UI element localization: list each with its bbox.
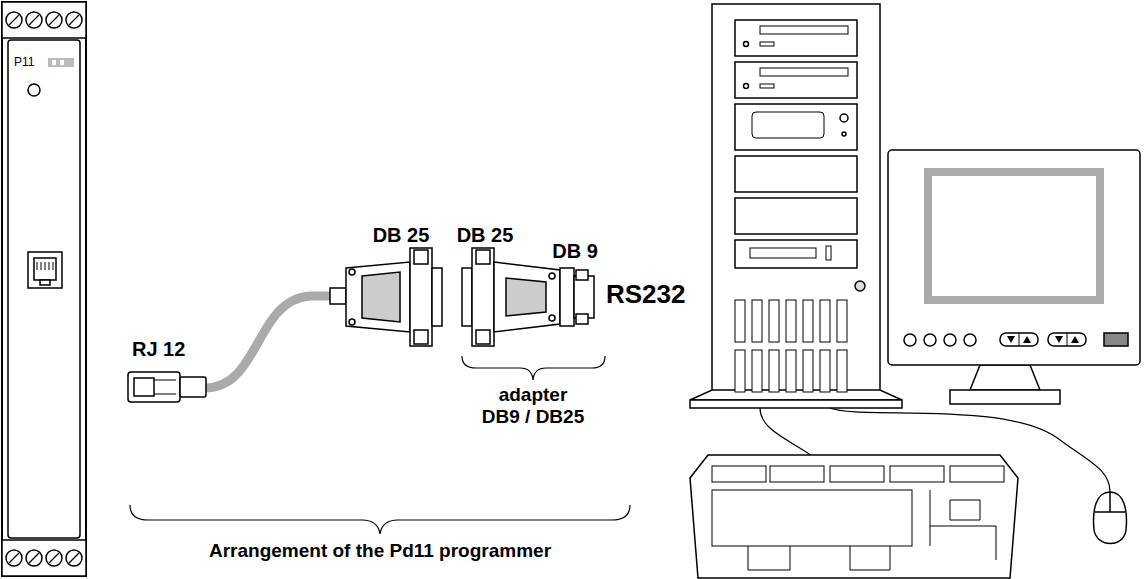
db25-connector [330,248,442,346]
vent [769,300,779,342]
device-label: P11 [14,55,39,69]
terminal-screw [66,12,82,28]
vent [837,350,847,392]
terminal-screw [46,550,62,566]
monitor [888,150,1140,404]
vent [735,300,745,342]
rj12-plug [128,296,330,402]
vent [735,350,745,392]
vent [786,300,796,342]
adapter [462,248,605,380]
terminal-screw [29,553,39,563]
label: RJ 12 [132,338,202,361]
key [950,466,1004,482]
label: DB 25 [366,224,436,247]
terminal-screw [9,553,19,563]
vent [837,300,847,342]
vent [820,350,830,392]
terminal-screw [69,15,79,25]
terminal-screw [26,550,42,566]
terminal-screw [6,12,22,28]
device-housing [2,2,86,576]
keyboard-mouse [690,408,1126,578]
terminal-screw [49,553,59,563]
label: adapter DB9 / DB25 [479,384,587,428]
pc-tower [690,4,902,408]
terminal-screw [66,550,82,566]
label: RS232 [606,280,710,310]
terminal-screw [26,12,42,28]
label: DB 25 [450,224,520,247]
terminal-screw [49,15,59,25]
key [712,490,912,546]
vent [803,300,813,342]
vent [820,300,830,342]
label: DB 9 [545,240,605,263]
device-face: P11 [14,55,39,71]
vent [803,350,813,392]
key [890,466,944,482]
vent [786,350,796,392]
bracket [130,505,630,534]
key [712,466,766,482]
label: Arrangement of the Pd11 programmer [180,540,580,562]
terminal-screw [46,12,62,28]
terminal-screw [9,15,19,25]
key [830,466,884,482]
vent [769,350,779,392]
vent [752,350,762,392]
terminal-screw [29,15,39,25]
terminal-screw [6,550,22,566]
key [748,490,996,570]
vent [752,300,762,342]
key [770,466,824,482]
terminal-screw [69,553,79,563]
